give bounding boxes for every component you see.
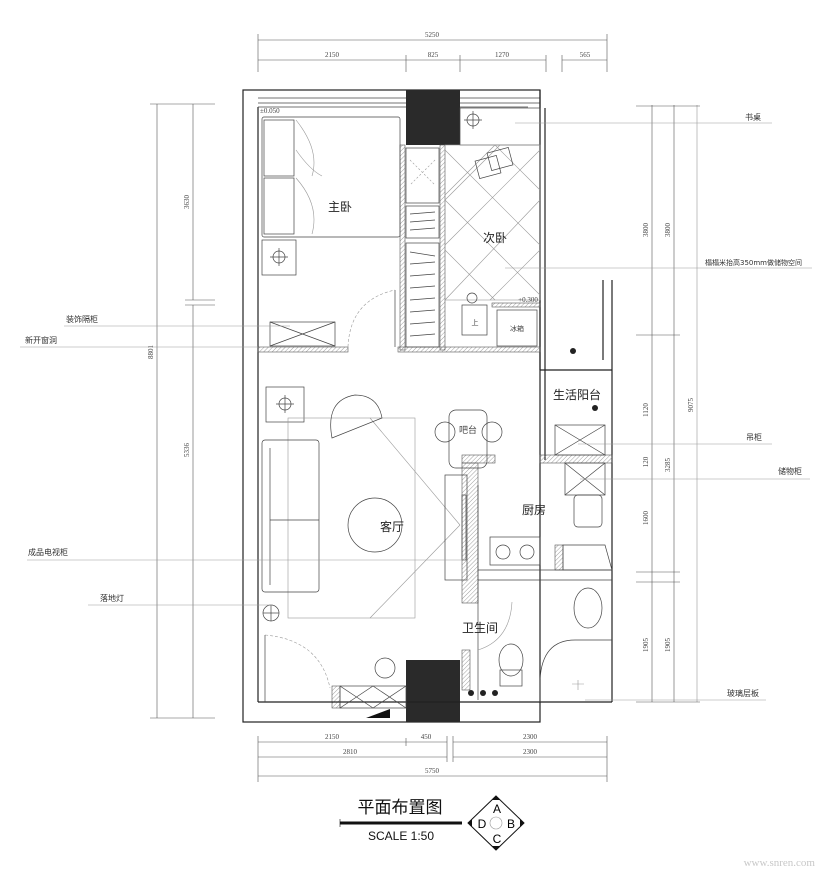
dim-top-seg2: 825 bbox=[428, 51, 439, 59]
dim-bottom-r1c: 2300 bbox=[523, 733, 538, 741]
decor-cabinet bbox=[269, 321, 336, 347]
dim-right-a1: 3800 bbox=[642, 223, 650, 238]
dim-bottom-r1a: 2150 bbox=[325, 733, 340, 741]
armchair bbox=[330, 394, 383, 439]
living-room: 客厅 bbox=[261, 386, 468, 718]
tv-cabinet bbox=[444, 474, 468, 581]
bed bbox=[261, 116, 401, 238]
sofa bbox=[261, 439, 320, 593]
bar-area: 吧台 bbox=[434, 409, 503, 469]
balcony: 生活阳台 bbox=[553, 387, 606, 456]
compass-a: A bbox=[493, 802, 501, 816]
master-bedroom: 主卧 ±0.050 bbox=[260, 107, 401, 348]
compass-c: C bbox=[493, 832, 502, 846]
watermark: www.snren.com bbox=[744, 857, 816, 869]
room-label-bathroom: 卫生间 bbox=[462, 621, 498, 635]
bathroom: 卫生间 bbox=[462, 587, 612, 702]
bathroom-door-swing bbox=[477, 601, 513, 651]
compass-icon: A B C D bbox=[467, 795, 525, 851]
walls bbox=[242, 89, 613, 723]
dim-right-a3: 120 bbox=[642, 456, 650, 467]
annotations: 书桌 榻榻米抬高350mm做储物空间 吊柜 储物柜 玻璃层板 装饰隔柜 新开窗洞… bbox=[20, 112, 812, 701]
dim-left-upper: 3630 bbox=[183, 195, 191, 210]
drawing-scale: SCALE 1:50 bbox=[368, 829, 434, 843]
title-block: 平面布置图 SCALE 1:50 A B C D bbox=[339, 795, 525, 851]
note-floor-lamp: 落地灯 bbox=[100, 593, 124, 603]
door-swing bbox=[347, 289, 396, 348]
room-label-kitchen: 厨房 bbox=[522, 502, 546, 517]
top-dimensions: 5250 2150 825 1270 565 bbox=[257, 31, 608, 72]
dim-left-lower: 5336 bbox=[183, 443, 191, 458]
dim-bottom-r2a: 2810 bbox=[343, 748, 358, 756]
dim-bottom-total: 5750 bbox=[425, 767, 440, 775]
note-tatami: 榻榻米抬高350mm做储物空间 bbox=[705, 258, 802, 267]
step-up-label: 上 bbox=[472, 318, 479, 327]
note-new-window: 新开窗洞 bbox=[25, 335, 57, 345]
dim-left-total: 8801 bbox=[147, 345, 155, 360]
stove bbox=[489, 536, 541, 566]
toilet bbox=[498, 643, 524, 677]
shoe-cabinet bbox=[339, 685, 407, 709]
room-label-living-room: 客厅 bbox=[380, 519, 404, 534]
wardrobe bbox=[405, 147, 440, 348]
dim-top-seg1: 2150 bbox=[325, 51, 340, 59]
tatami bbox=[444, 144, 541, 301]
dim-top-seg4: 565 bbox=[580, 51, 591, 59]
dim-right-a2: 1120 bbox=[642, 403, 650, 417]
dim-top-total: 5250 bbox=[425, 31, 440, 39]
level-master: ±0.050 bbox=[260, 107, 280, 115]
dim-bottom-r1b: 450 bbox=[421, 733, 432, 741]
note-decor-cabinet: 装饰隔柜 bbox=[66, 314, 98, 324]
coffee-table bbox=[347, 497, 403, 553]
drawing-title: 平面布置图 bbox=[358, 798, 443, 818]
note-desk: 书桌 bbox=[745, 112, 761, 122]
dim-right-b1: 3800 bbox=[664, 223, 672, 238]
room-label-balcony: 生活阳台 bbox=[553, 387, 601, 402]
room-label-master-bedroom: 主卧 bbox=[328, 200, 352, 214]
note-tv-cabinet: 成品电视柜 bbox=[28, 547, 68, 557]
compass-b: B bbox=[507, 817, 515, 831]
fridge-label: 冰箱 bbox=[510, 324, 524, 333]
cushion bbox=[486, 147, 514, 171]
note-glass-shelf: 玻璃层板 bbox=[727, 688, 759, 698]
bar-counter bbox=[448, 409, 488, 469]
pillow bbox=[263, 177, 295, 235]
dim-right-total: 9075 bbox=[687, 398, 695, 413]
dim-bottom-r2b: 2300 bbox=[523, 748, 538, 756]
dim-right-b2: 3285 bbox=[664, 458, 672, 473]
dim-right-a5: 1905 bbox=[642, 638, 650, 653]
nightstand bbox=[261, 239, 297, 276]
room-label-bar: 吧台 bbox=[459, 424, 477, 435]
pillow bbox=[263, 119, 295, 177]
left-dimensions: 8801 3630 5336 bbox=[147, 103, 215, 719]
dim-top-seg3: 1270 bbox=[495, 51, 510, 59]
wash-basin bbox=[573, 587, 603, 629]
room-label-second-bedroom: 次卧 bbox=[483, 231, 507, 245]
desk bbox=[459, 107, 541, 146]
level-tatami: +0.300 bbox=[518, 296, 538, 304]
fridge bbox=[496, 309, 538, 347]
cushion bbox=[474, 155, 502, 179]
structural-column-bottom bbox=[406, 660, 460, 722]
second-bedroom: 次卧 上 +0.300 冰箱 bbox=[444, 107, 576, 354]
note-wall-cabinet: 吊柜 bbox=[746, 432, 762, 442]
structural-column-top bbox=[406, 90, 460, 145]
rug bbox=[287, 417, 416, 619]
side-table bbox=[265, 386, 305, 423]
sink bbox=[573, 494, 603, 528]
bottom-dimensions: 2150 450 2300 2810 2300 5750 bbox=[257, 733, 608, 782]
compass-d: D bbox=[478, 817, 487, 831]
entry-door-swing bbox=[264, 634, 331, 689]
right-dimensions: 3800 1120 120 1600 1905 3800 3285 1905 9… bbox=[636, 105, 700, 703]
dim-right-b3: 1905 bbox=[664, 638, 672, 653]
note-storage-cabinet: 储物柜 bbox=[778, 466, 802, 476]
dim-right-a4: 1600 bbox=[642, 511, 650, 526]
